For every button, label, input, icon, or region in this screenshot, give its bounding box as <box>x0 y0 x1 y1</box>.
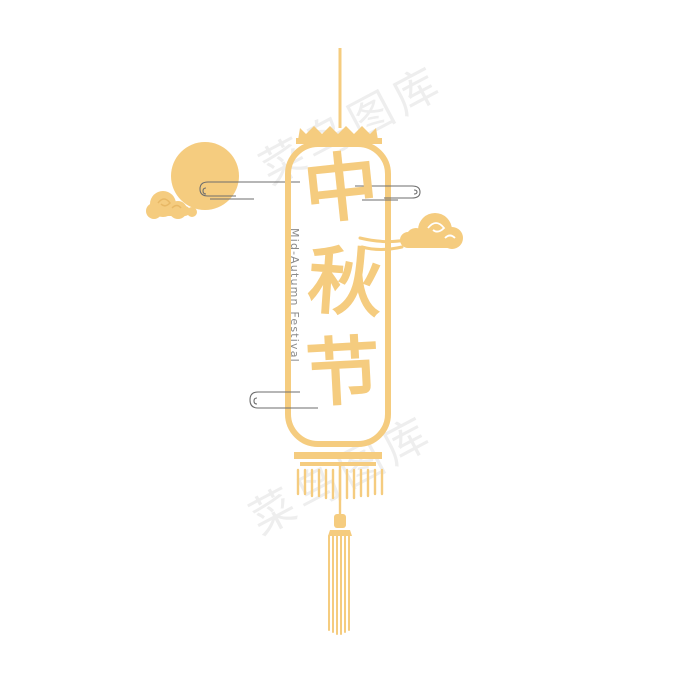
scroll-line-icon <box>355 185 421 201</box>
cloud-swirl-icon <box>157 198 182 209</box>
lantern-fringe <box>296 468 384 502</box>
cloud-icon <box>146 191 197 219</box>
lantern-base <box>294 452 382 466</box>
title-char-zhong: 中 <box>299 142 383 236</box>
scroll-line-icon <box>199 181 300 200</box>
cloud-swirl-icon <box>427 222 456 239</box>
cloud-tail-icon <box>358 236 407 251</box>
title-char-qiu: 秋 <box>305 237 385 329</box>
tassel-strands <box>328 535 350 635</box>
scroll-line-icon <box>249 391 318 409</box>
moon-icon <box>171 142 239 210</box>
title-char-jie: 节 <box>303 328 383 418</box>
tassel-icon <box>328 466 352 536</box>
subtitle: Mid-Autumn Festival <box>288 228 301 363</box>
cloud-icon <box>400 213 463 249</box>
lantern-body <box>285 141 391 447</box>
